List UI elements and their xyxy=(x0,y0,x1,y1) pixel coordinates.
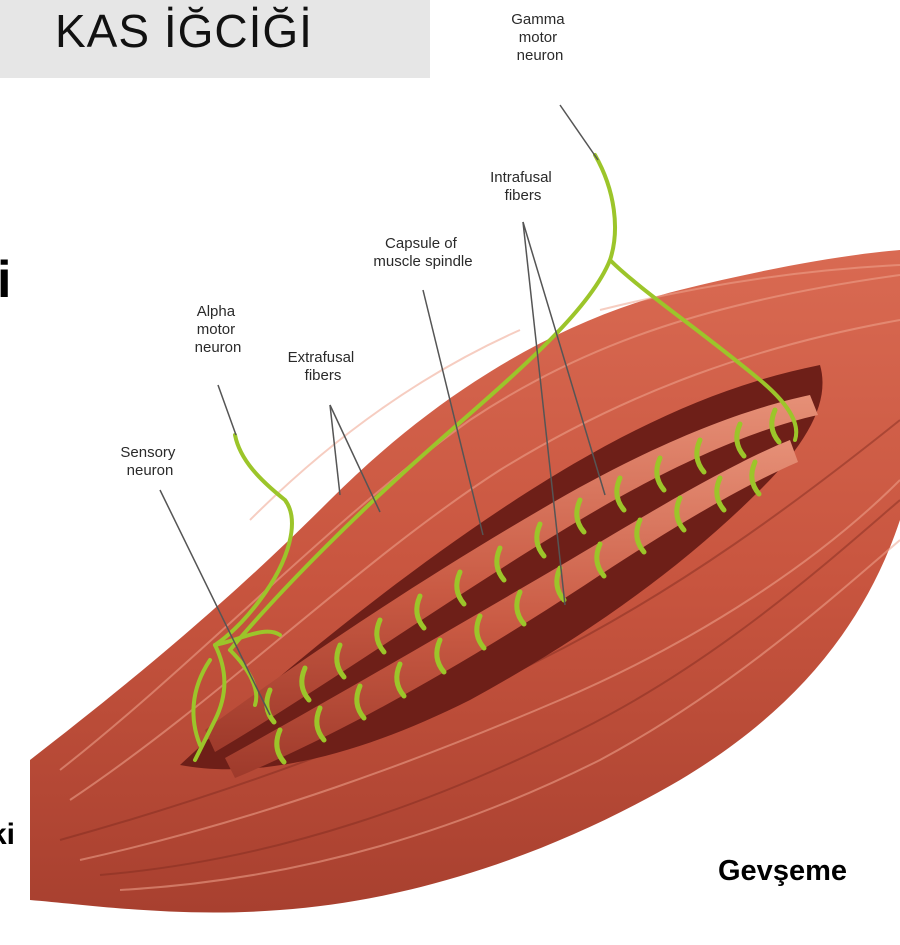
label-extrafusal-fibers: Extrafusal fibers xyxy=(288,349,359,384)
label-sensory-neuron: Sensory neuron xyxy=(120,444,179,479)
bottom-right-text: Gevşeme xyxy=(718,855,847,888)
label-alpha-motor-neuron: Alpha motor neuron xyxy=(195,303,242,356)
label-gamma-motor-neuron: Gamma motor neuron xyxy=(511,11,569,64)
label-capsule-of-muscle-spindle: Capsule of muscle spindle xyxy=(373,235,472,270)
label-intrafusal-fibers: Intrafusal fibers xyxy=(490,169,556,204)
